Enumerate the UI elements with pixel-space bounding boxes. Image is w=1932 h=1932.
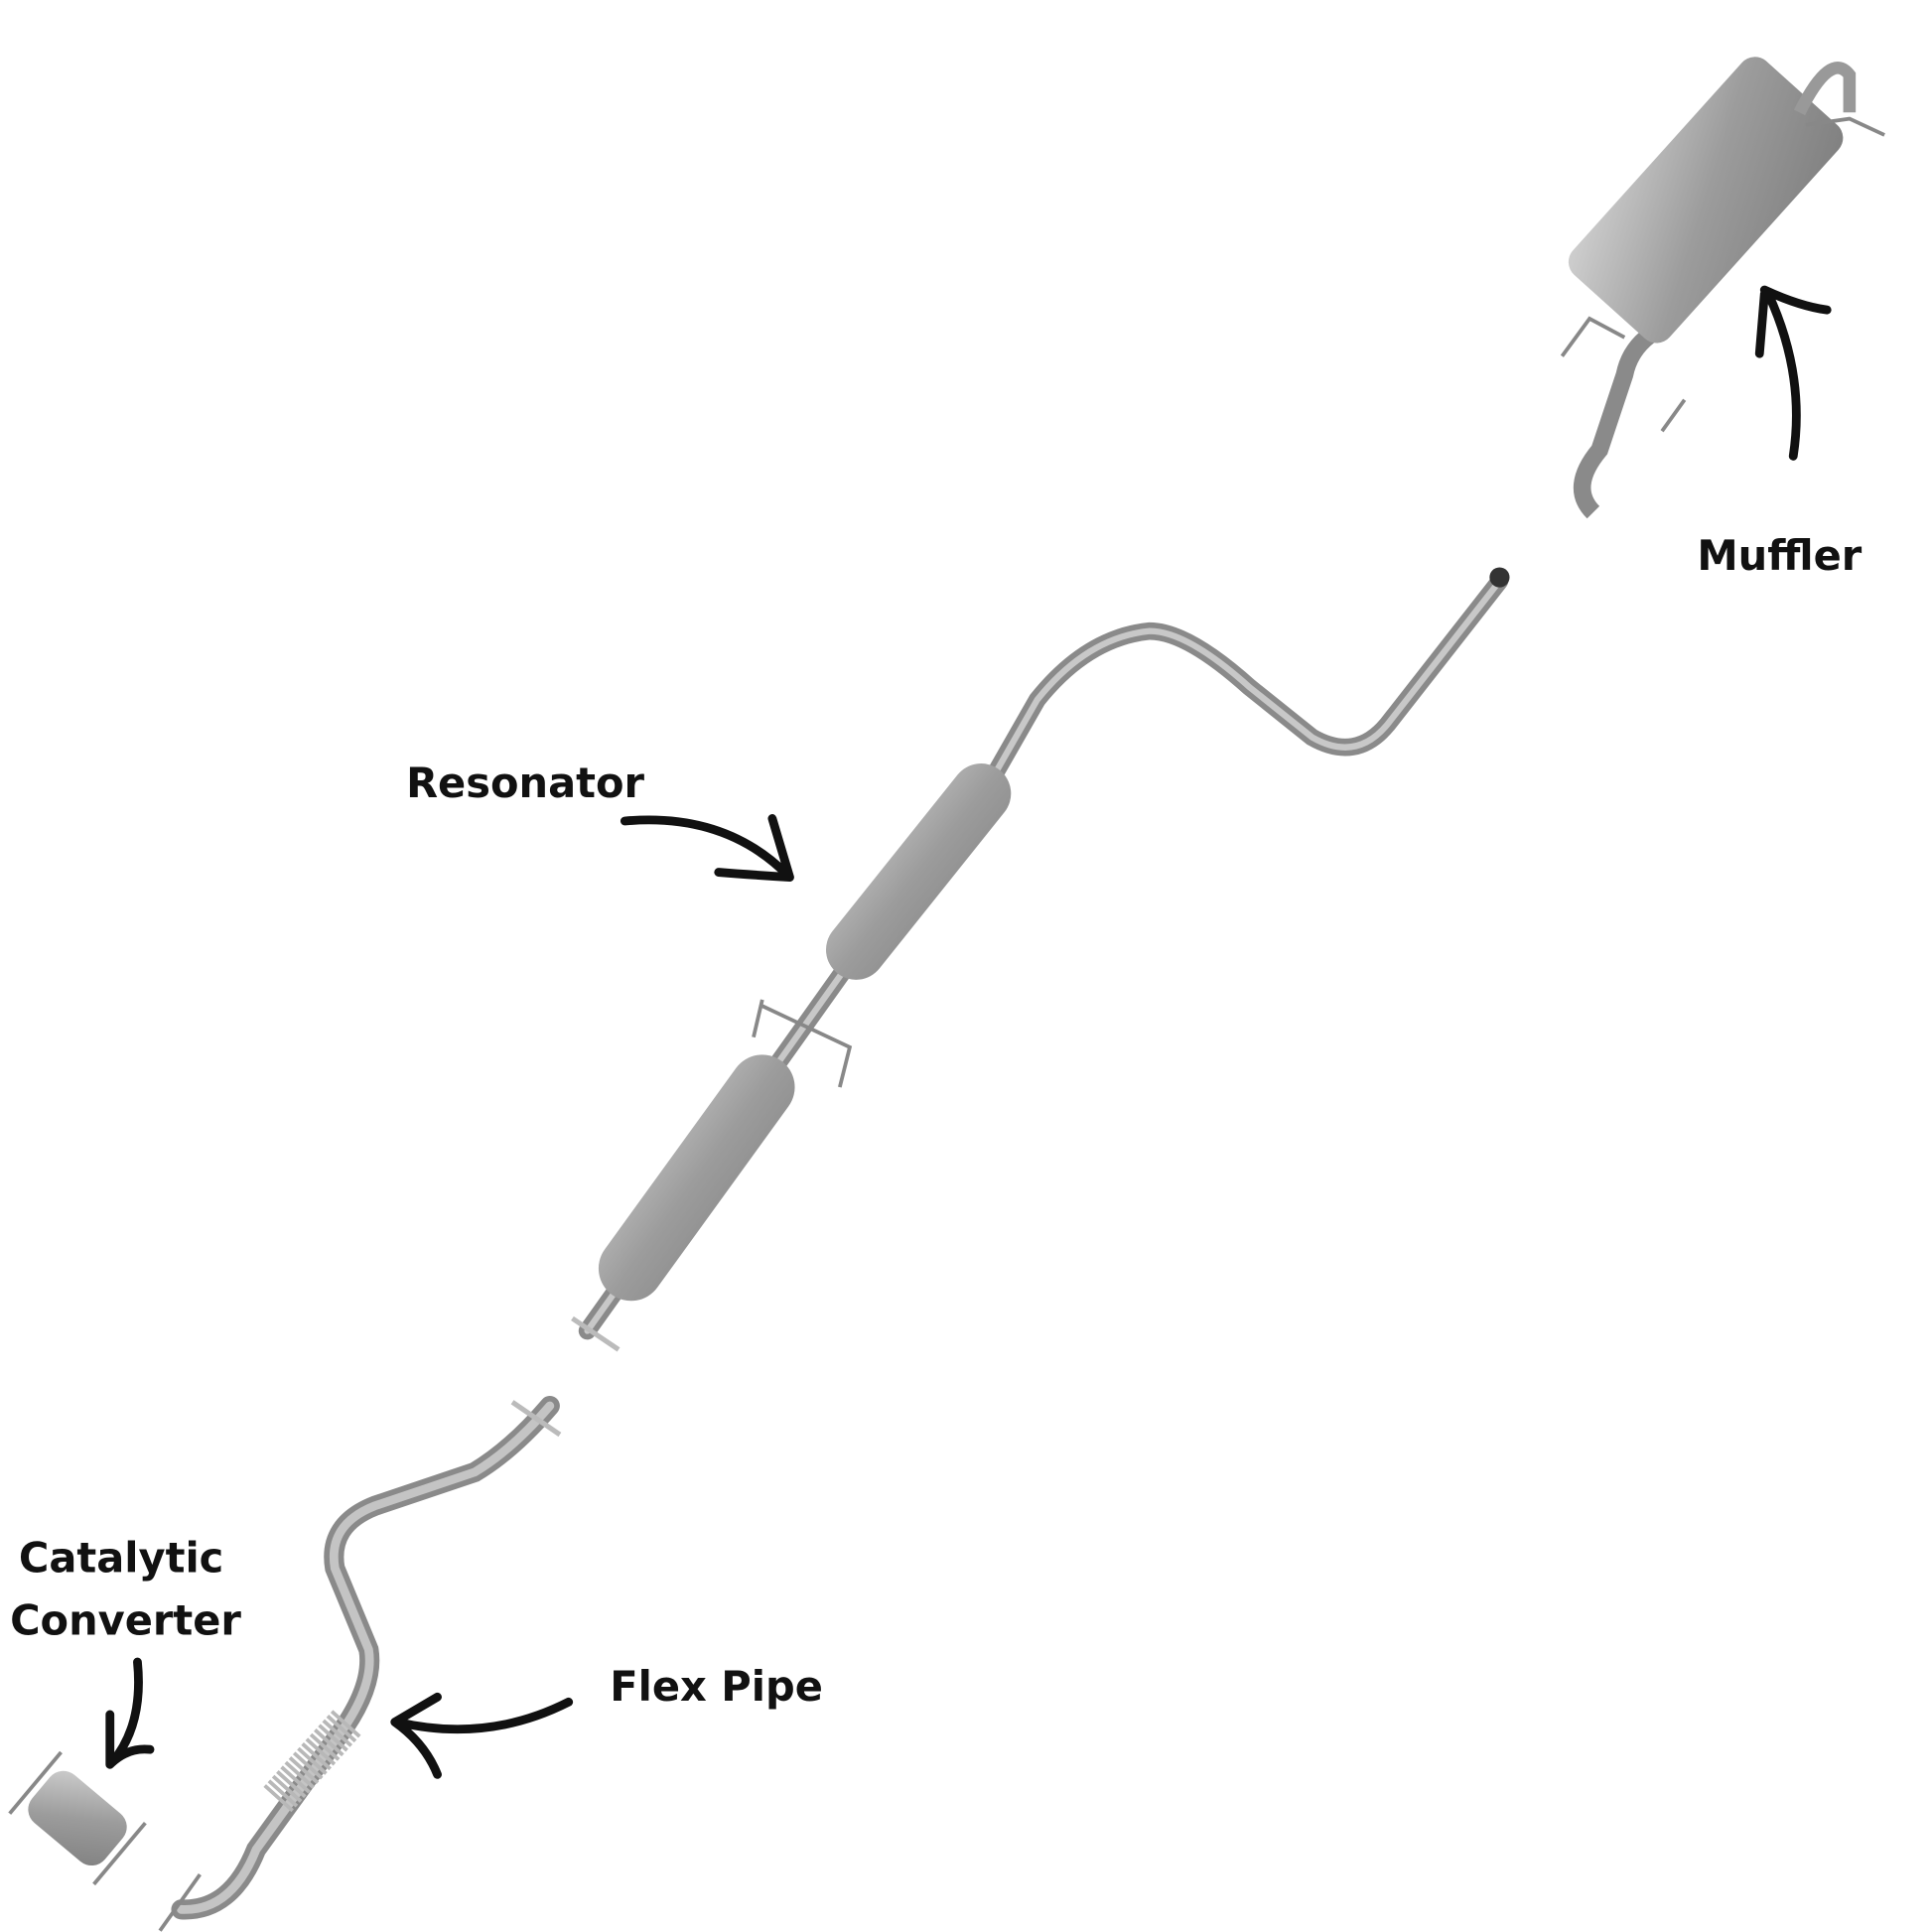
arrows [105,285,1832,1779]
catalytic-converter [8,1750,147,1886]
resonator-pipe [571,567,1510,1352]
flex-pipe-arrow [390,1692,574,1779]
flex-pipe-label: Flex Pipe [610,1662,823,1712]
resonator-arrow [620,814,794,883]
flex-pipe-section [263,1709,361,1813]
resonator-label: Resonator [406,759,644,808]
muffler-label: Muffler [1697,530,1863,581]
front-pipe [158,1395,562,1932]
muffler [1560,57,1885,519]
catalytic-arrow [105,1657,155,1769]
muffler-arrow [1754,285,1832,461]
catalytic-converter-label-line1: Catalytic [18,1533,224,1583]
catalytic-converter-label-line2: Converter [10,1595,241,1645]
